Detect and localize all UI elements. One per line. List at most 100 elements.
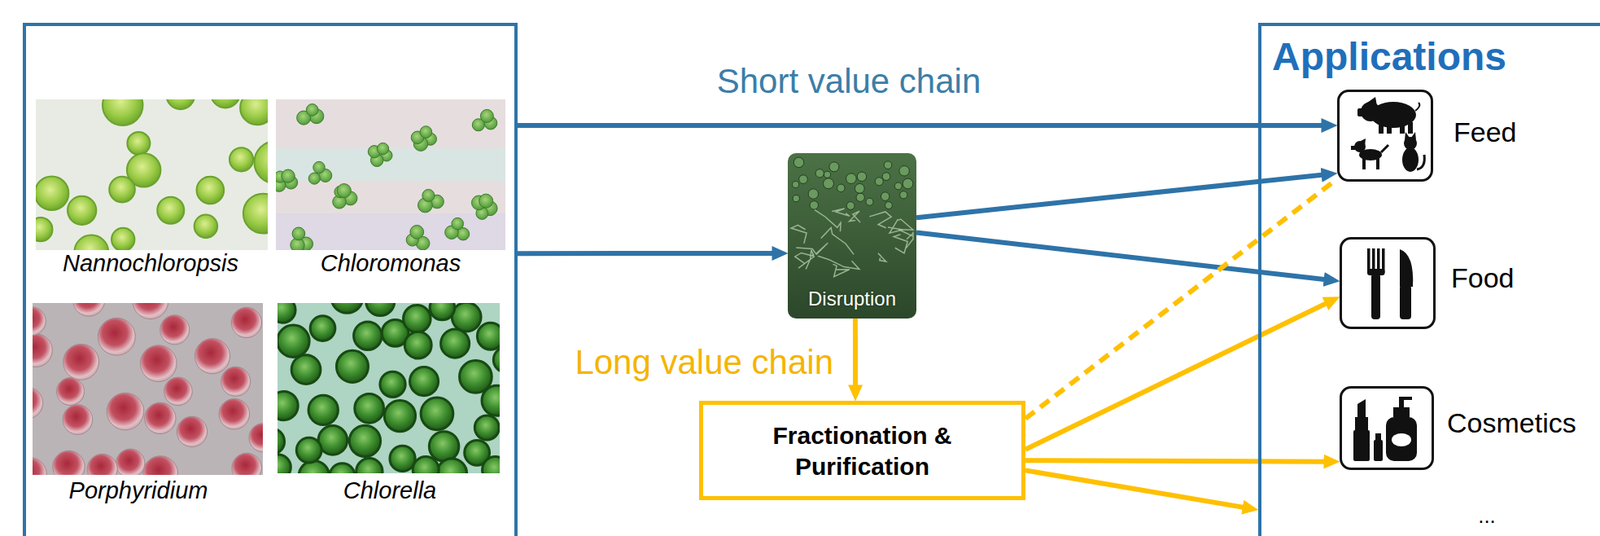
chloromonas-photo [275,99,506,250]
nannochloropsis-photo [253,140,268,184]
feed-icon [1378,122,1384,134]
porphyridium-photo [32,302,263,475]
connector-arrow [1025,469,1243,507]
connector-arrow [916,231,1325,280]
disruption-photo [809,201,818,210]
disruption-photo [902,178,914,189]
chlorella-photo [277,454,291,473]
chlorella-photo [493,346,500,372]
disruption-photo [829,161,840,172]
chloromonas-photo [479,193,494,208]
disruption-photo [846,201,855,210]
edge-label-holder: Long value chain [571,342,837,382]
feed-icon [1407,122,1413,134]
nannochloropsis-photo [67,196,97,225]
chloromonas-photo [422,188,435,202]
chloromonas-photo [336,183,351,198]
cosmetics-icon [1357,398,1366,417]
disruption-photo [837,183,846,193]
porphyridium-photo [32,457,47,475]
cosmetics-icon [1398,396,1413,400]
food-icon [1399,284,1412,320]
box-label: Fractionation & Purification [740,419,985,481]
porphyridium-photo [32,386,44,419]
porphyridium-photo [52,450,85,475]
disruption-photo [823,178,835,189]
porphyridium-photo [87,453,118,475]
box-label-holder: Disruption [808,287,897,311]
porphyridium-photo [143,455,179,475]
nannochloropsis-photo [126,131,150,155]
porphyridium-photo [144,402,176,433]
disruption-photo [887,218,903,233]
panel-title-holder: Applications [1272,34,1507,79]
value-chain-label: Short value chain [713,61,985,101]
disruption-photo [900,191,908,199]
chlorella-photo [441,328,470,358]
species-name-holder: Nannochloropsis [62,249,239,277]
nannochloropsis-photo [35,175,69,210]
chloromonas-photo [451,217,464,230]
feed-icon [1411,131,1417,140]
chlorella-photo [403,304,432,333]
chloromonas-photo [313,161,325,173]
nannochloropsis-photo [35,99,268,250]
chlorella-photo [296,437,322,463]
feed-icon [1381,144,1389,153]
feed-icon [1416,154,1425,170]
disruption-photo [846,173,857,184]
disruption-photo [856,171,866,181]
disruption-photo [849,210,861,223]
feed-icon [1362,157,1366,170]
porphyridium-photo [115,448,145,475]
porphyridium-photo [106,392,145,430]
porphyridium-photo [62,404,93,435]
porphyridium-photo [221,366,251,396]
disruption-photo [787,153,917,319]
panel-title: Applications [1272,34,1507,79]
disruption-photo [824,170,831,178]
chlorella-photo [277,324,310,357]
connector-arrow [1025,459,1325,461]
porphyridium-photo [32,333,53,368]
feed-icon [1376,157,1380,170]
cosmetics-icon [1385,416,1417,461]
application-icon: Cosmetics [1339,385,1434,470]
chlorella-photo [404,331,432,359]
disruption-photo [821,227,854,255]
chlorella-photo [420,397,454,430]
value-chain-label: Long value chain [571,342,837,382]
application-icon: Food [1339,236,1436,329]
food-icon [1371,273,1381,320]
connector-arrow [1025,303,1326,450]
species-panel: NannochloropsisChloromonasPorphyridiumCh… [22,22,518,536]
chlorella-photo [331,302,363,313]
species-name-holder: Porphyridium [69,476,209,504]
cosmetics-icon [1391,432,1412,446]
chlorella-photo [354,321,383,350]
nannochloropsis-photo [196,176,225,205]
feed-icon [1357,108,1364,117]
species-name: Chlorella [343,476,437,504]
disruption-photo [880,192,889,201]
disruption-photo [893,234,908,254]
disruption-photo [795,252,814,263]
porphyridium-photo [176,415,207,446]
disruption-photo [791,224,807,244]
chlorella-photo [277,302,500,473]
chlorella-photo [291,354,321,385]
ellipsis-label: ... [1477,502,1496,529]
porphyridium-photo [164,376,193,406]
application-label: Cosmetics [1446,406,1577,439]
nannochloropsis-photo [194,214,218,237]
species-name-holder: Chlorella [343,476,437,504]
nannochloropsis-photo [157,196,184,224]
feed-icon [1360,138,1366,147]
feed-icon [1350,145,1356,150]
porphyridium-photo [231,306,262,337]
disruption-photo [795,242,828,254]
feed-icon [1404,131,1410,140]
disruption-photo [899,166,910,176]
chlorella-photo [476,322,500,350]
